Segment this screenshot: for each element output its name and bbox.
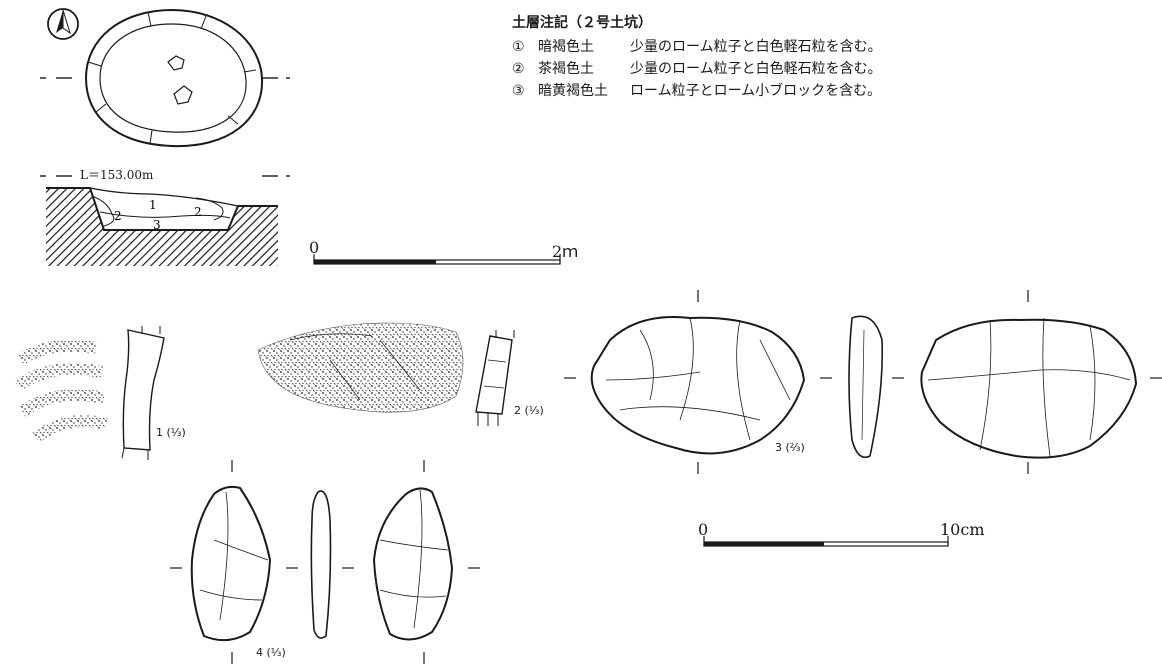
artifact-id: 4 — [256, 646, 263, 659]
section-layer-2-left: 2 — [114, 209, 122, 223]
north-arrow-icon — [47, 8, 79, 40]
artifact-id: 1 — [156, 426, 163, 439]
legend-soil-desc: ローム粒子とローム小ブロックを含む。 — [630, 83, 882, 99]
pit-section: 1 2 2 3 — [40, 175, 290, 266]
legend-row-1: ① 暗褐色土 少量のローム粒子と白色軽石粒を含む。 — [512, 36, 882, 58]
artifact-ratio: (⅓) — [524, 404, 544, 417]
artifact-id: 2 — [514, 404, 521, 417]
section-layer-1: 1 — [149, 198, 157, 212]
artifact-4-drawing — [170, 460, 480, 664]
artifact-ratio: (⅓) — [166, 426, 186, 439]
legend-num: ③ — [512, 83, 525, 99]
artifact-3-label: 3 (⅔) — [775, 441, 805, 454]
artifact-scale-start: 0 — [698, 520, 709, 539]
section-layer-3: 3 — [153, 218, 161, 232]
artifact-2-drawing — [257, 322, 515, 426]
legend-num: ② — [512, 61, 525, 77]
artifact-ratio: (⅔) — [785, 441, 805, 454]
legend-num: ① — [512, 39, 525, 55]
pit-scale-start: 0 — [309, 238, 320, 257]
artifact-scale-bar — [703, 536, 949, 547]
pit-scale-bar — [313, 254, 561, 265]
section-layer-2-right: 2 — [194, 205, 202, 219]
artifact-id: 3 — [775, 441, 782, 454]
artifact-3-drawing — [564, 290, 1162, 474]
pit-scale-end: 2ｍ — [552, 242, 579, 261]
legend-soil-name: 茶褐色土 — [538, 61, 594, 77]
artifact-scale-end: 10cm — [940, 520, 985, 539]
artifact-4-label: 4 (⅓) — [256, 646, 286, 659]
legend-title: 土層注記（２号土坑） — [512, 15, 652, 31]
section-elevation-label: L＝153.00m — [80, 168, 154, 182]
soil-layer-legend: 土層注記（２号土坑） ① 暗褐色土 少量のローム粒子と白色軽石粒を含む。 ② 茶… — [512, 12, 882, 102]
pit-plan — [40, 8, 290, 148]
legend-row-3: ③ 暗黄褐色土 ローム粒子とローム小ブロックを含む。 — [512, 80, 882, 102]
artifact-1-label: 1 (⅓) — [156, 426, 186, 439]
artifact-2-label: 2 (⅓) — [514, 404, 544, 417]
legend-soil-desc: 少量のローム粒子と白色軽石粒を含む。 — [630, 39, 882, 55]
legend-soil-desc: 少量のローム粒子と白色軽石粒を含む。 — [630, 61, 882, 77]
legend-soil-name: 暗黄褐色土 — [538, 83, 608, 99]
artifact-ratio: (⅓) — [266, 646, 286, 659]
legend-row-2: ② 茶褐色土 少量のローム粒子と白色軽石粒を含む。 — [512, 58, 882, 80]
legend-soil-name: 暗褐色土 — [538, 39, 594, 55]
artifact-1-drawing — [14, 326, 165, 460]
